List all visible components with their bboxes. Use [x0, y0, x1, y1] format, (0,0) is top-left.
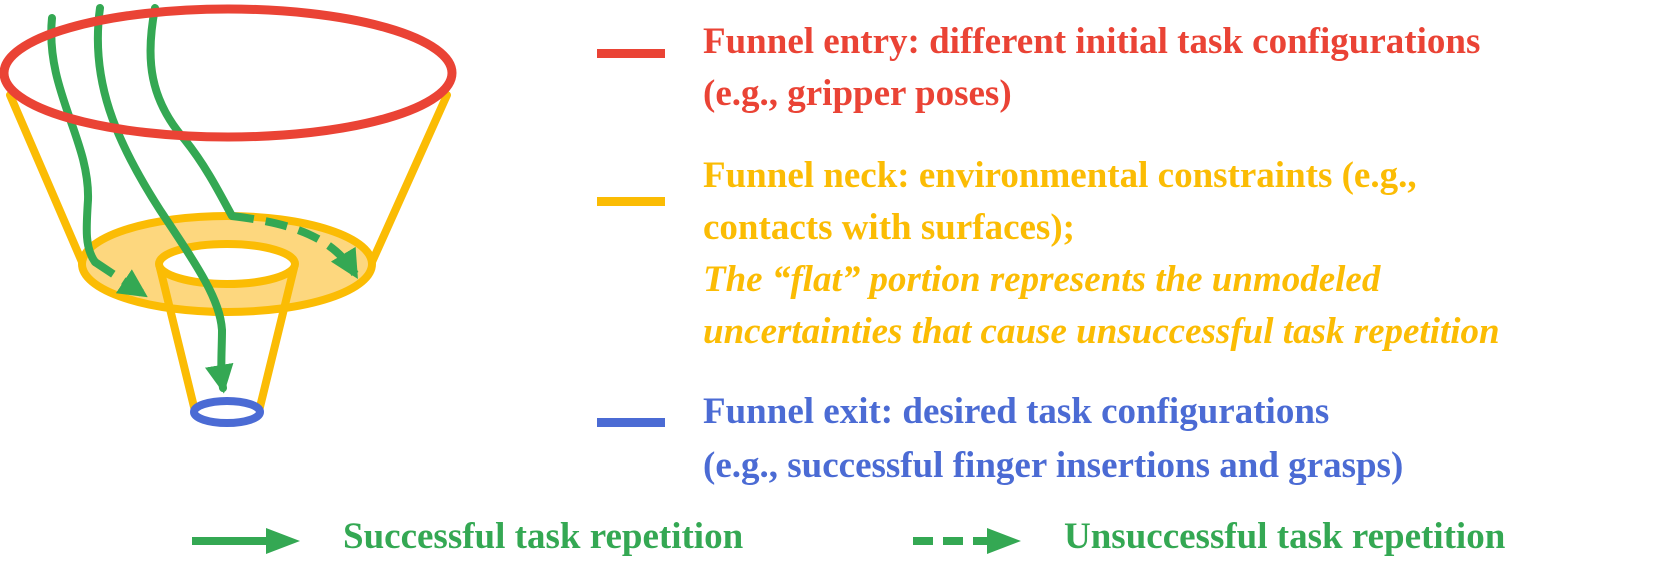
- funnel-neck-hole: [155, 240, 299, 288]
- legend-neck-text-3: The “flat” portion represents the unmode…: [703, 259, 1381, 300]
- legend-entry-text-2: (e.g., gripper poses): [703, 73, 1012, 114]
- legend-neck-line: [597, 197, 665, 206]
- successful-arrow-icon: [192, 528, 300, 554]
- legend-exit-text-1: Funnel exit: desired task configurations: [703, 391, 1330, 432]
- legend-exit-line: [597, 418, 665, 427]
- unsuccessful-arrow-icon: [913, 528, 1021, 554]
- legend-entry-line: [597, 49, 665, 58]
- legend-neck-text-2: contacts with surfaces);: [703, 207, 1075, 248]
- funnel-lower: [156, 264, 298, 415]
- legend-entry-text-1: Funnel entry: different initial task con…: [703, 21, 1481, 62]
- funnel-exit: [190, 397, 264, 427]
- legend-neck-text-4: uncertainties that cause unsuccessful ta…: [703, 311, 1500, 352]
- unsuccessful-path-b: [146, 4, 236, 220]
- legend-exit-text-2: (e.g., successful finger insertions and …: [703, 445, 1404, 486]
- unsuccessful-path-b-dashed: [231, 212, 359, 279]
- funnel-diagram: [0, 4, 457, 427]
- unsuccessful-path-a-dashed: [92, 258, 148, 298]
- successful-legend-text: Successful task repetition: [343, 516, 744, 557]
- funnel-entry: [0, 4, 457, 142]
- legend-neck-text-1: Funnel neck: environmental constraints (…: [703, 155, 1417, 196]
- unsuccessful-path-a: [47, 14, 99, 266]
- successful-path: [93, 4, 234, 394]
- funnel-body: [6, 91, 451, 266]
- unsuccessful-legend-text: Unsuccessful task repetition: [1064, 516, 1506, 557]
